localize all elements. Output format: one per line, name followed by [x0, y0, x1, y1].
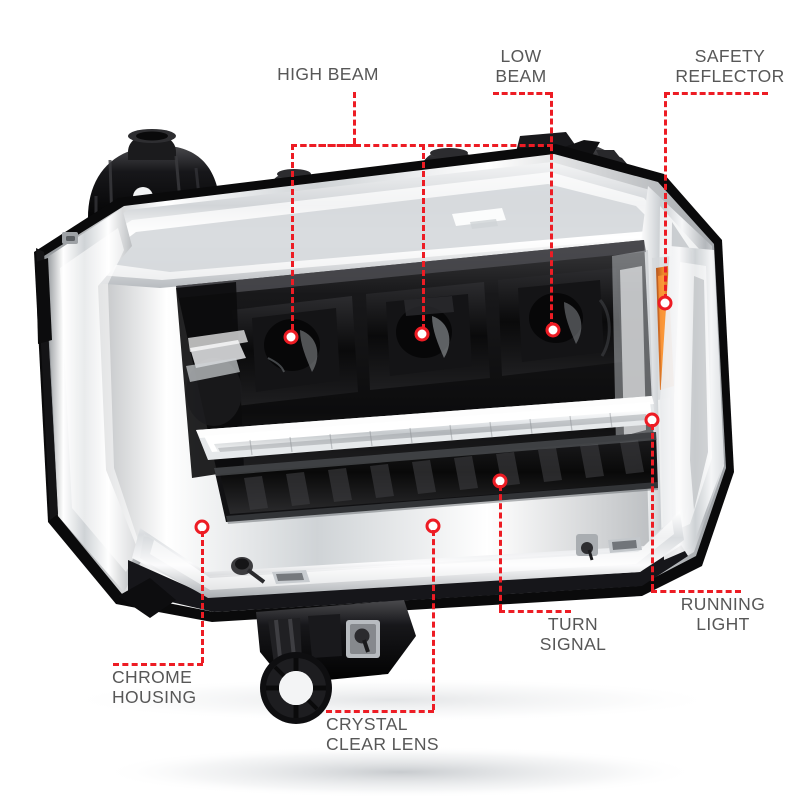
callout-label-safety-reflector-line1: SAFETY: [694, 46, 766, 66]
callout-label-high-beam: HIGH BEAM: [277, 64, 379, 84]
leader-running-light-v: [651, 424, 654, 590]
callout-label-chrome-housing-line2: HOUSING: [112, 687, 197, 707]
callout-label-running-light-line2: LIGHT: [696, 614, 750, 634]
leader-low-beam-mid-v: [422, 144, 425, 330]
daytime-running-light-bar: [196, 396, 656, 460]
leader-high-beam-v1: [353, 92, 356, 144]
callout-label-running-light-line1: RUNNING: [680, 594, 766, 614]
leader-low-beam-mid-h: [291, 144, 553, 147]
callout-label-safety-reflector-line2: REFLECTOR: [675, 66, 785, 86]
leader-crystal-lens-h: [326, 710, 434, 713]
leader-safety-reflector-h: [664, 92, 768, 95]
callout-dot-safety-reflector[interactable]: [657, 295, 673, 311]
callout-dot-high-beam[interactable]: [283, 329, 299, 345]
callout-label-chrome-housing-line1: CHROME: [112, 667, 193, 687]
leader-chrome-housing-v: [201, 531, 204, 663]
leader-high-beam-v2: [291, 144, 294, 330]
callout-label-turn-signal-line2: SIGNAL: [539, 634, 607, 654]
leader-safety-reflector-v: [664, 92, 667, 300]
callout-label-low-beam-line2: BEAM: [495, 66, 547, 86]
right-clip-tab: [608, 537, 642, 553]
callout-label-turn-signal-line1: TURN: [547, 614, 599, 634]
vertical-adjuster-screw: [231, 557, 266, 584]
lens-right-face: [660, 246, 724, 560]
lower-clip-tab: [272, 570, 310, 584]
callout-label-crystal-lens-line1: CRYSTAL: [326, 714, 408, 734]
callout-label-low-beam-line1: LOW: [500, 46, 542, 66]
leader-turn-signal-v: [499, 485, 502, 610]
leader-chrome-housing-h: [113, 663, 203, 666]
mount-ring: [260, 652, 332, 724]
leader-running-light-h: [651, 590, 741, 593]
leader-low-beam-v: [550, 92, 553, 328]
horizontal-adjuster-screw: [576, 534, 598, 561]
leader-low-beam-h: [493, 92, 551, 95]
callout-dot-low-beam-mid[interactable]: [414, 326, 430, 342]
lower-mounting-bracket: [256, 600, 416, 724]
callout-dot-low-beam[interactable]: [545, 322, 561, 338]
callout-label-crystal-lens-line2: CLEAR LENS: [326, 734, 439, 754]
turn-signal-strip: [214, 432, 658, 524]
leader-turn-signal-h: [499, 610, 571, 613]
leader-crystal-lens-v: [432, 530, 435, 710]
